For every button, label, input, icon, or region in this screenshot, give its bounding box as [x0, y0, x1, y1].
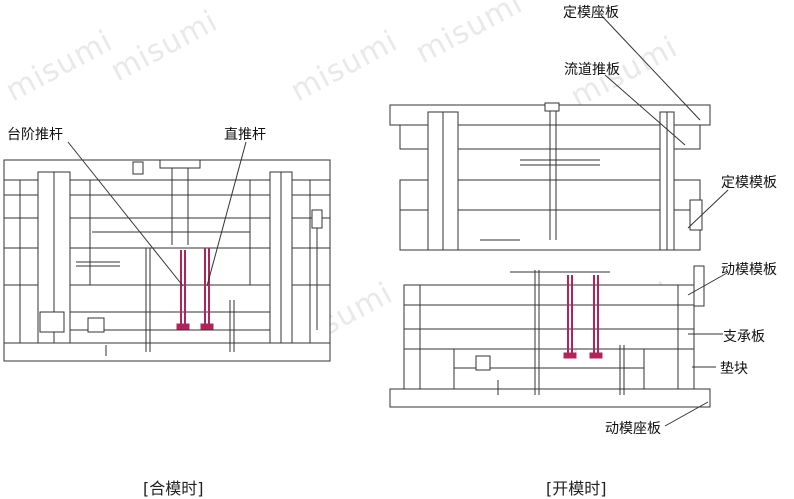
open-mold-drawing	[390, 15, 728, 426]
label-straight-ejector-pin: 直推杆	[224, 127, 266, 143]
closed-mold-drawing	[4, 142, 330, 361]
caption-open: [开模时]	[546, 479, 607, 498]
label-step-ejector-pin: 台阶推杆	[7, 127, 63, 143]
caption-closed: [合模时]	[143, 479, 204, 498]
label-fixed-clamp-plate: 定模座板	[563, 5, 619, 21]
label-support-plate: 支承板	[723, 329, 765, 345]
label-runner-stripper-plate: 流道推板	[564, 62, 620, 78]
label-fixed-mold-plate: 定模模板	[721, 175, 777, 191]
label-moving-mold-plate: 动模模板	[721, 262, 777, 278]
label-moving-clamp-plate: 动模座板	[605, 421, 661, 437]
label-spacer-block: 垫块	[720, 361, 748, 377]
